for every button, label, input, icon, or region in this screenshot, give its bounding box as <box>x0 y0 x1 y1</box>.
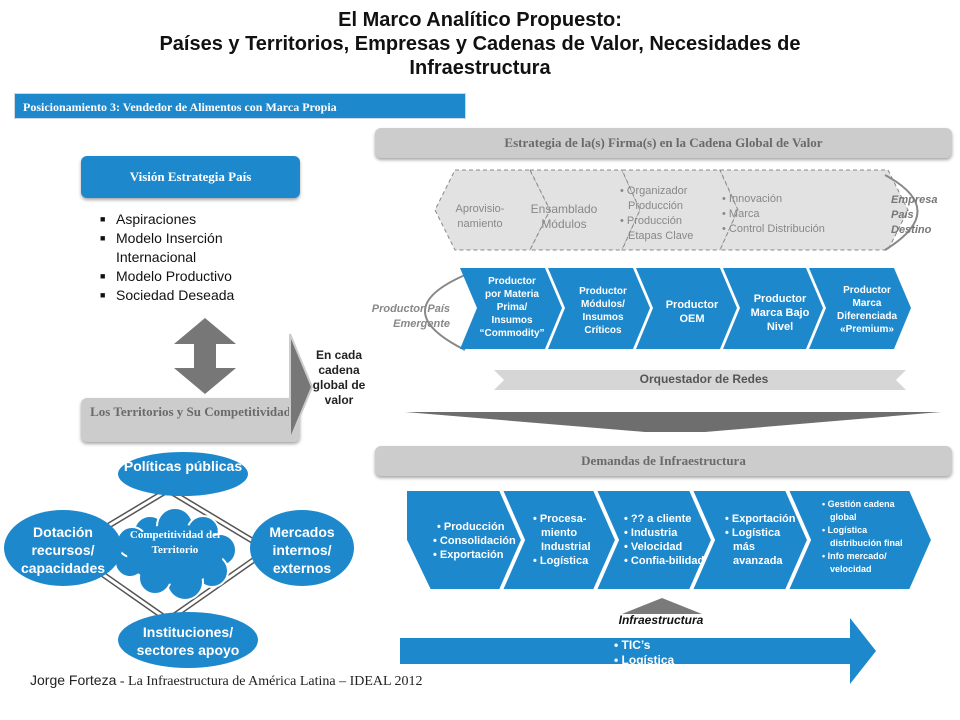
title-line-2: Países y Territorios, Empresas y Cadenas… <box>159 33 801 55</box>
territories-pill: Los Territorios y Su Competitividad <box>81 398 300 442</box>
infra-chevron-label: • Procesa- miento Industrial • Logística <box>533 513 591 567</box>
origin-label: Productor País Emergente <box>371 303 450 330</box>
vision-list: Aspiraciones Modelo Inserción Internacio… <box>98 210 298 305</box>
infra-arrow-items: • TIC’s • Logística <box>614 638 675 667</box>
circle-resources: Dotación recursos/ capacidades <box>4 510 122 586</box>
infra-chevron <box>690 489 810 591</box>
author-name: Jorge Forteza <box>30 672 117 688</box>
title-line-1: El Marco Analítico Propuesto: <box>338 9 622 31</box>
infra-header: Demandas de Infraestructura <box>375 446 952 476</box>
chain-arrow-label: En cada cadena global de valor <box>312 348 366 407</box>
vision-strategy-pill: Visión Estrategia País <box>81 156 300 198</box>
upper-chevron <box>719 169 909 251</box>
strategy-header: Estrategia de la(s) Firma(s) en la Caden… <box>375 128 952 158</box>
circle-institutions: Instituciones/ sectores apoyo <box>118 612 258 668</box>
down-funnel <box>405 412 941 432</box>
infra-chevron <box>594 489 714 591</box>
vision-item: Aspiraciones <box>98 210 298 229</box>
infra-chevron <box>405 489 524 591</box>
lower-chevron-label: Productor por Materia Prima/ Insumos “Co… <box>479 276 545 339</box>
lower-chevron <box>636 268 737 349</box>
infra-chevron-label: • Producción • Consolidación • Exportaci… <box>433 521 516 561</box>
upper-chevron-label: • Innovación • Marca • Control Distribuc… <box>722 193 825 235</box>
vision-item: Modelo Inserción Internacional <box>98 229 298 267</box>
vision-item: Sociedad Deseada <box>98 286 298 305</box>
positioning-banner: Posicionamiento 3: Vendedor de Alimentos… <box>14 93 466 119</box>
orchestrator-band <box>494 370 906 390</box>
infra-base-label: Infraestructura <box>618 613 704 627</box>
destination-arc <box>884 174 919 251</box>
origin-arc <box>424 274 466 351</box>
title-line-3: Infraestructura <box>409 57 551 79</box>
strategy-chevrons <box>424 169 919 351</box>
upper-chevron-label: • Organizador Producción • Producción Et… <box>620 185 694 242</box>
double-arrow-icon <box>174 318 236 394</box>
infra-chevrons <box>405 489 934 591</box>
lower-chevron <box>548 268 650 349</box>
upper-chevron-label: Ensamblado Módulos <box>530 202 598 231</box>
destination-label: Empresa País Destino <box>891 194 938 236</box>
infra-chevron-label: • Gestión cadena global • Logística dist… <box>822 499 903 574</box>
orchestrator-label: Orquestador de Redes <box>639 372 769 386</box>
author-reference: - La Infraestructura de América Latina –… <box>116 674 423 689</box>
infra-chevron-label: • ?? a cliente • Industria • Velocidad •… <box>624 513 705 567</box>
lower-chevron-label: Productor Módulos/ Insumos Críticos <box>579 286 627 336</box>
infra-right-arrow <box>400 618 876 684</box>
lower-chevron <box>460 268 562 349</box>
infra-chevron-label: • Exportación • Logística más avanzada <box>725 513 796 567</box>
center-cloud-label: Competitividad del Territorio <box>129 529 221 556</box>
chain-arrow-icon <box>289 333 314 441</box>
page-title: El Marco Analítico Propuesto: Países y T… <box>40 8 920 80</box>
infra-chevron <box>786 489 934 591</box>
infra-chevron <box>500 489 618 591</box>
lower-chevron <box>723 268 823 349</box>
author-credit: Jorge Forteza - La Infraestructura de Am… <box>30 672 423 690</box>
lower-chevron-label: Productor OEM <box>665 299 719 325</box>
upper-chevron-label: Aprovisio- namiento <box>455 203 505 230</box>
lower-chevron <box>809 268 911 349</box>
center-cloud <box>114 507 237 601</box>
vision-item: Modelo Productivo <box>98 267 298 286</box>
lower-chevron-label: Productor Marca Bajo Nivel <box>750 293 810 333</box>
lower-chevron-label: Productor Marca Diferenciada «Premium» <box>836 285 898 335</box>
circle-public-policies: Políticas públicas <box>118 452 248 496</box>
circle-markets: Mercados internos/ externos <box>250 510 354 586</box>
up-arrow-icon <box>622 598 702 614</box>
